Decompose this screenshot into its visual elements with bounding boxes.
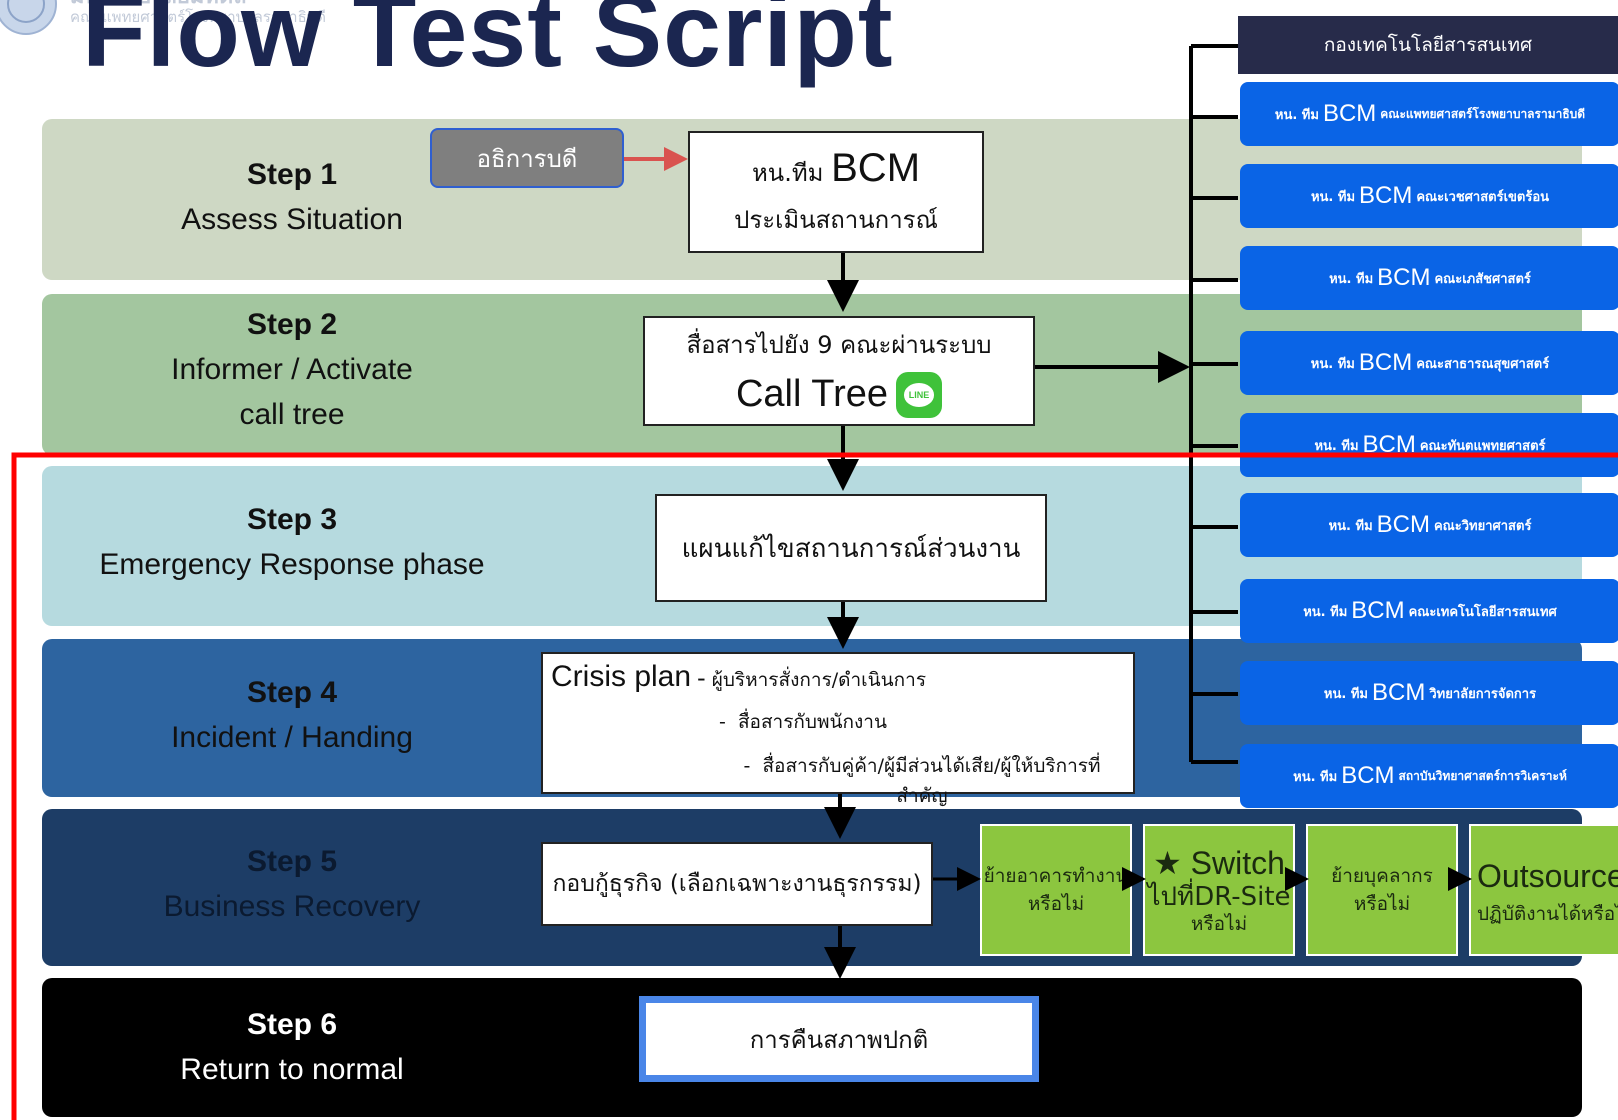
- return-normal-label: การคืนสภาพปกติ: [749, 1025, 929, 1054]
- return-normal-node: การคืนสภาพปกติ: [639, 996, 1039, 1082]
- crisis-item-row: - สื่อสารกับคู่ค้า/ผู้มีส่วนได้เสีย/ผู้ใ…: [743, 755, 1101, 807]
- crisis-plan-header: Crisis plan - ผู้บริหารสั่งการ/ดำเนินการ: [551, 660, 926, 695]
- crisis-item-row: - สื่อสารกับพนักงาน: [719, 711, 887, 733]
- crisis-plan-node: Crisis plan - ผู้บริหารสั่งการ/ดำเนินการ…: [541, 652, 1135, 807]
- call-tree-node: สื่อสารไปยัง 9 คณะผ่านระบบ Call Tree LIN…: [643, 316, 1035, 426]
- decision-relocate-staff: ย้ายบุคลากร หรือไม่: [1306, 824, 1458, 956]
- president-label: อธิการบดี: [476, 144, 578, 173]
- call-tree-label: Call Tree: [735, 373, 889, 415]
- vertical-flow-arrows: [824, 253, 859, 979]
- line-app-icon: LINE: [896, 371, 943, 418]
- org-logo: [0, 0, 62, 44]
- crisis-plan-dash: -: [697, 664, 706, 692]
- line-app-icon-text: LINE: [903, 382, 935, 407]
- decision-outsource: Outsource ปฏิบัติงานได้หรือไม่: [1469, 824, 1618, 956]
- crisis-item: สื่อสารกับคู่ค้า/ผู้มีส่วนได้เสีย/ผู้ให้…: [762, 755, 1101, 807]
- recovery-label: กอบกู้ธุรกิจ (เลือกเฉพาะงานธุรกรรม): [552, 871, 922, 897]
- decision-relocate-building: ย้ายอาคารทำงาน หรือไม่: [980, 824, 1132, 956]
- step4-label: Step 4 Incident / Handing: [171, 676, 413, 754]
- org-name: มหาวิทยาลัยมหิดล คณะแพทยศาสตร์โรงพยาบาลร…: [70, 0, 327, 26]
- it-division-header: กองเทคโนโลยีสารสนเทศ: [1238, 16, 1618, 74]
- plan-label: แผนแก้ไขสถานการณ์ส่วนงาน: [681, 533, 1021, 564]
- step2-label: Step 2 Informer / Activate call tree: [171, 308, 413, 431]
- recovery-node: กอบกู้ธุรกิจ (เลือกเฉพาะงานธุรกรรม): [541, 842, 933, 926]
- bcm-head-node: หน.ทีม BCM ประเมินสถานการณ์: [688, 131, 984, 253]
- plan-node: แผนแก้ไขสถานการณ์ส่วนงาน: [655, 494, 1047, 602]
- step5-label: Step 5 Business Recovery: [163, 845, 421, 923]
- page-title: Flow Test Script: [82, 0, 894, 89]
- crisis-plan-title: Crisis plan: [551, 660, 692, 693]
- bcm-head-sub: ประเมินสถานการณ์: [734, 205, 938, 234]
- call-tree-line1: สื่อสารไปยัง 9 คณะผ่านระบบ: [686, 330, 992, 359]
- call-tree-line2-wrap: Call Tree LINE: [735, 371, 943, 418]
- crisis-item: สื่อสารกับพนักงาน: [737, 711, 887, 733]
- crisis-item: ผู้บริหารสั่งการ/ดำเนินการ: [711, 669, 927, 691]
- step6-label: Step 6 Return to normal: [180, 1008, 404, 1086]
- step3-label: Step 3 Emergency Response phase: [99, 503, 485, 581]
- call-tree-connectors: [1035, 44, 1238, 764]
- president-node: อธิการบดี: [430, 128, 624, 188]
- red-highlight-frame: [11, 452, 1618, 1120]
- step1-label: Step 1 Assess Situation: [181, 158, 403, 236]
- bcm-head-title: หน.ทีม BCM: [751, 145, 921, 190]
